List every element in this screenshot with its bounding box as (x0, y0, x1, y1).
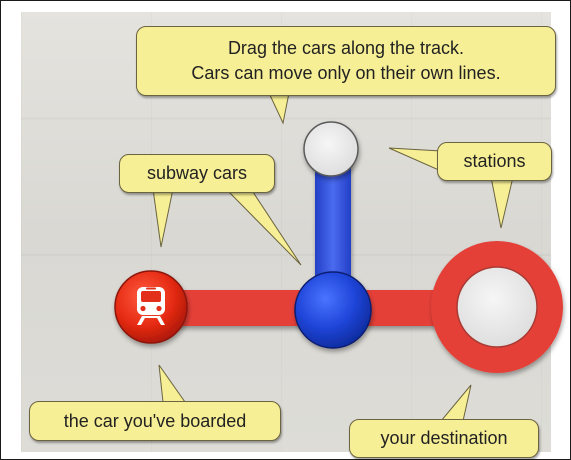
instruction-line-1: Drag the cars along the track. (227, 38, 465, 58)
instruction-line-2: Cars can move only on their own lines. (191, 63, 501, 83)
stations-bubble-tail-left (388, 147, 442, 172)
blue-subway-car[interactable] (294, 271, 372, 349)
subway-cars-label: subway cars (146, 163, 248, 183)
hint-bubble-tail (268, 92, 290, 125)
destination-station[interactable] (456, 266, 538, 348)
boarded-car-label: the car you've boarded (63, 410, 247, 431)
destination-bubble: your destination (349, 419, 539, 458)
blue-line-station[interactable] (303, 121, 359, 177)
destination-bubble-tail (439, 384, 472, 422)
destination-label: your destination (380, 428, 508, 448)
train-icon (137, 287, 165, 325)
instruction-bubble: Drag the cars along the track. Cars can … (136, 26, 556, 96)
stations-label: stations (463, 151, 526, 171)
boarded-bubble-tail (158, 364, 186, 403)
subway-bubble-tail-right (224, 188, 302, 266)
stations-bubble: stations (437, 142, 552, 181)
boarded-car-bubble: the car you've boarded (29, 401, 281, 441)
subway-cars-bubble: subway cars (119, 154, 275, 193)
stations-bubble-tail-down (490, 176, 514, 229)
subway-bubble-tail-left (152, 188, 174, 248)
